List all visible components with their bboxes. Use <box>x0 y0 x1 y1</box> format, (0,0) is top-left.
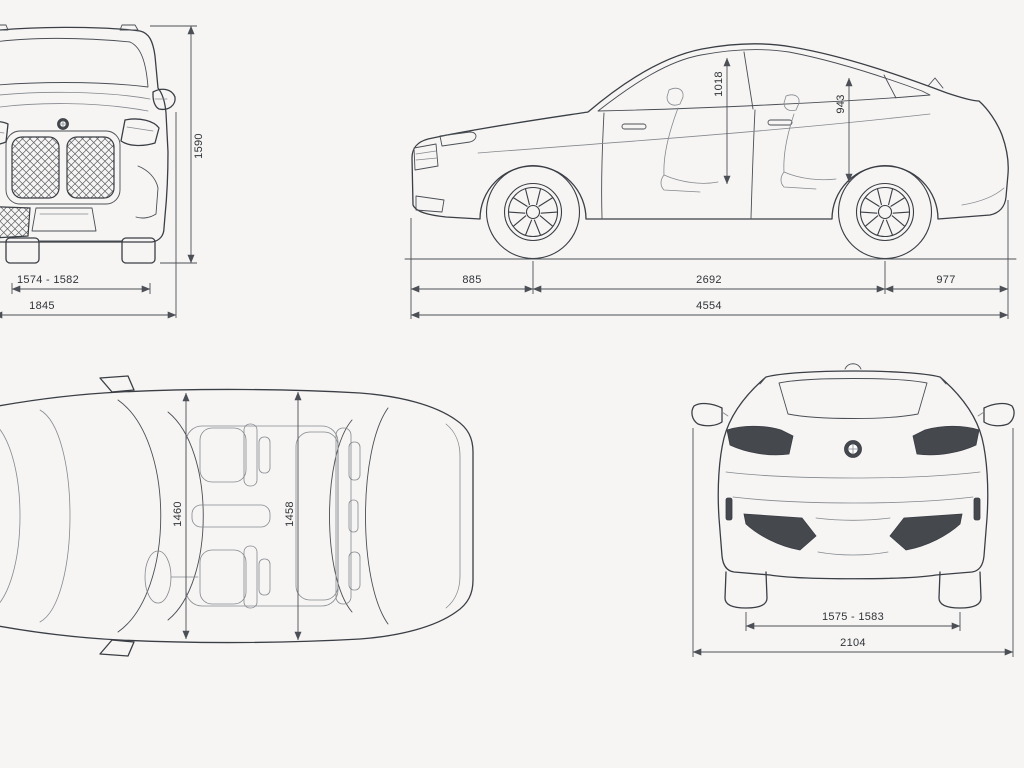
rear-seat-side <box>780 94 837 190</box>
top-view: 1460 1458 <box>0 375 474 657</box>
dim-front-interior-width: 1460 <box>172 392 190 640</box>
spoiler-edge <box>445 423 461 609</box>
kidney-grille-left <box>11 136 60 199</box>
character-line <box>477 113 931 154</box>
rear-door-seam <box>750 109 756 219</box>
spoiler-corners <box>759 376 947 385</box>
dim-rear-overhang-label: 977 <box>936 274 955 286</box>
front-door-handle <box>621 123 647 130</box>
dim-overall-length: 4554 <box>410 300 1009 319</box>
hood-arc <box>39 409 71 623</box>
bumper-insert-left <box>743 513 817 551</box>
c-pillar <box>883 74 897 99</box>
panorama-roof <box>185 425 339 607</box>
dim-track-width-front-label: 1574 - 1582 <box>17 274 79 286</box>
rear-view-drawing <box>691 363 1015 609</box>
front-seat-side <box>660 87 719 193</box>
dim-front-overhang: 885 <box>410 274 534 293</box>
brand-roundel-icon <box>57 118 69 130</box>
rear-mirror-left <box>691 402 729 427</box>
rear-view: 1575 - 1583 2104 <box>691 363 1015 657</box>
rear-roundel-icon <box>844 440 862 458</box>
bumper-center-lines <box>815 517 891 556</box>
dim-front-interior-width-label: 1460 <box>172 501 184 527</box>
dim-overall-height-label: 1590 <box>193 133 205 159</box>
rear-door-handle <box>767 119 793 126</box>
rear-wheel <box>837 164 933 260</box>
front-fascia-side <box>413 131 477 213</box>
dim-width-with-mirrors-label: 2104 <box>840 637 866 649</box>
center-console <box>191 504 271 528</box>
top-body-outline <box>0 388 474 644</box>
side-body-outline <box>411 43 1009 220</box>
tailgate-line-lower <box>732 496 974 504</box>
dim-track-width-front: 1574 - 1582 <box>11 274 151 294</box>
taillight-left <box>726 425 794 456</box>
top-mirror-right <box>99 639 135 657</box>
roof-rails <box>0 24 139 31</box>
side-view-drawing <box>404 43 1017 260</box>
side-intake <box>135 165 159 219</box>
dim-rear-track-width: 1575 - 1583 <box>745 611 961 631</box>
grille-surround <box>5 130 121 205</box>
front-view: 1590 1574 - 1582 1845 <box>0 24 205 319</box>
skid-plate <box>31 207 97 232</box>
dim-length-extensions <box>410 200 1009 319</box>
tailgate-arc <box>365 407 389 625</box>
reflector-left <box>725 497 733 521</box>
rear-window <box>778 378 928 419</box>
antenna-fin-rear <box>844 363 862 370</box>
right-mirror <box>152 88 176 111</box>
dim-overall-width: 1845 <box>0 112 177 319</box>
dim-rear-track-width-label: 1575 - 1583 <box>822 611 884 623</box>
top-view-drawing <box>0 375 474 657</box>
reflector-right <box>973 497 981 521</box>
dim-rear-headroom: 943 <box>835 77 853 183</box>
dim-front-headroom: 1018 <box>713 57 731 185</box>
steering-wheel <box>144 550 199 604</box>
dim-width-with-mirrors: 2104 <box>692 428 1014 657</box>
front-door-seam <box>601 112 605 219</box>
rear-tire-right <box>938 571 982 609</box>
side-view: 1018 943 885 2692 977 4554 <box>404 43 1017 319</box>
front-right-tire <box>121 237 156 264</box>
dim-wheelbase: 2692 <box>532 274 886 293</box>
kidney-grille-right <box>66 136 115 199</box>
windshield-base-arc <box>117 399 162 633</box>
windshield <box>0 37 149 88</box>
dim-front-overhang-label: 885 <box>462 274 481 286</box>
dim-front-headroom-label: 1018 <box>713 71 725 97</box>
front-view-drawing <box>0 24 176 264</box>
dim-overall-width-label: 1845 <box>29 300 55 312</box>
dim-rear-overhang: 977 <box>884 274 1009 293</box>
rear-bench-top <box>295 427 361 605</box>
antenna-fin <box>927 77 944 89</box>
bumper-insert-right <box>889 513 963 551</box>
front-left-tire <box>5 237 40 264</box>
taillight-right <box>912 425 980 456</box>
hood-creases <box>0 91 151 112</box>
top-mirror-left <box>99 375 135 393</box>
rear-mirror-right <box>977 402 1015 427</box>
dim-rear-headroom-label: 943 <box>835 94 847 113</box>
dim-overall-length-label: 4554 <box>696 300 722 312</box>
front-wheel <box>485 164 581 260</box>
front-body-outline <box>0 26 169 243</box>
tailgate-line-upper <box>725 471 981 479</box>
rear-window-arc <box>329 419 353 613</box>
dim-wheelbase-label: 2692 <box>696 274 722 286</box>
front-seats-top <box>199 423 271 609</box>
dim-rear-interior-width-label: 1458 <box>284 501 296 527</box>
lower-intake-mesh <box>0 206 31 239</box>
dim-overall-height: 1590 <box>150 25 205 264</box>
rear-bumper-line <box>961 187 1005 206</box>
cowl-arc <box>0 429 21 603</box>
b-pillar <box>743 51 754 110</box>
dim-rear-interior-width: 1458 <box>284 391 302 641</box>
glasshouse <box>597 49 931 112</box>
rear-tire-left <box>724 571 768 609</box>
